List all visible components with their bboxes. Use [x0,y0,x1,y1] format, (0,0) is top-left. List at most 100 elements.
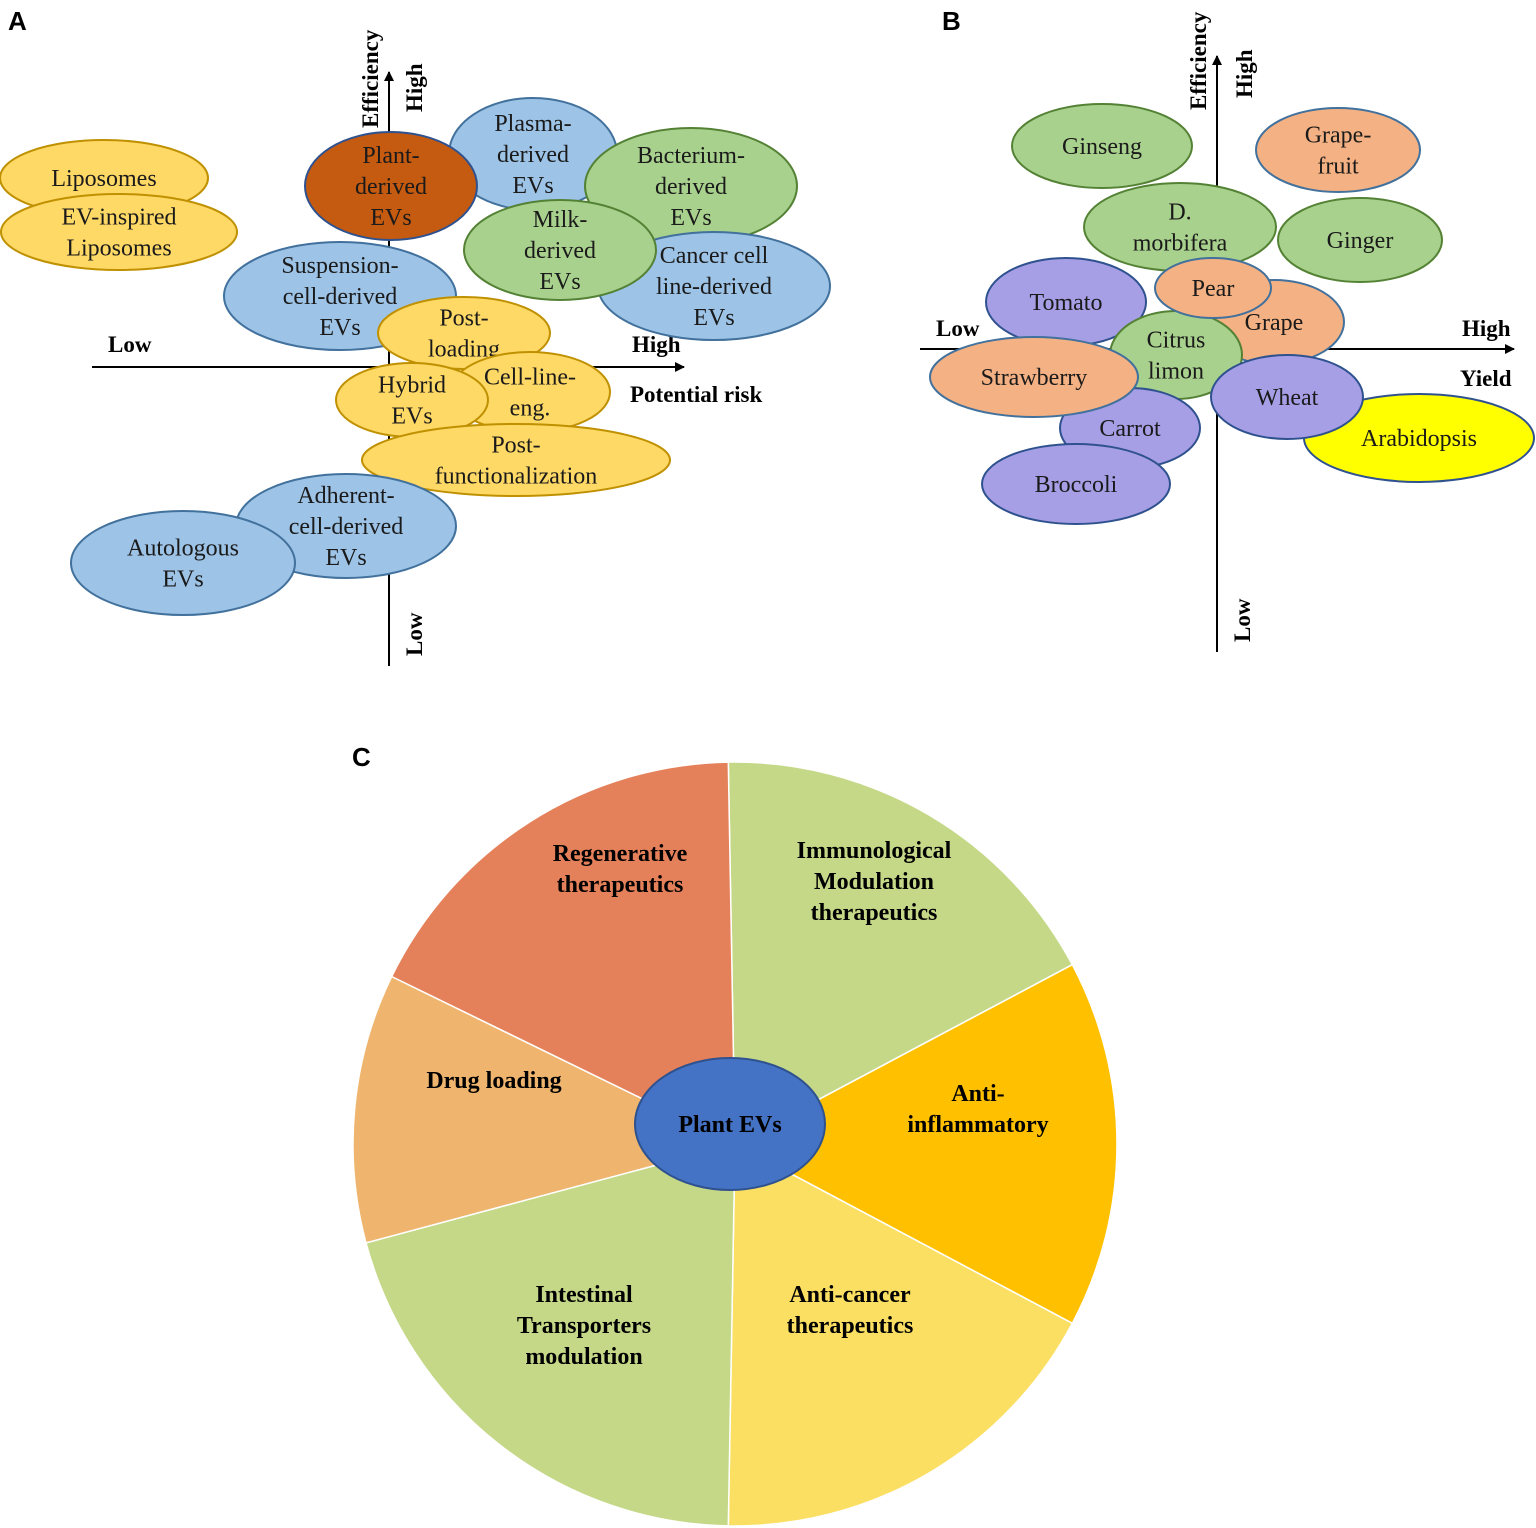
wedge-label-intestinal-transporters-line-3: modulation [525,1344,642,1370]
wedge-label-anti-cancer-line-1: Anti-cancer [789,1282,911,1308]
label-ev-inspired-liposomes-line-2: Liposomes [66,236,171,262]
center-node: Plant EVs [634,1057,826,1191]
label-citrus-limon-line-2: limon [1148,359,1204,385]
label-suspension-cell-derived-evs-line-2: cell-derived [283,284,398,310]
label-grapefruit-line-2: fruit [1317,154,1359,180]
label-cancer-cell-line-derived-evs-line-3: EVs [693,305,734,331]
wedge-regenerative [390,761,736,1146]
label-cancer-cell-line-derived-evs-line-1: Cancer cell [660,243,769,269]
wedge-intestinal-transporters [365,1143,736,1527]
wedge-label-regenerative-line-2: therapeutics [557,872,684,898]
label-adherent-cell-derived-evs-line-2: cell-derived [289,514,404,540]
label-plasma-derived-evs-line-2: derived [497,142,569,168]
label-autologous-evs-line-2: EVs [162,567,203,593]
label-plasma-derived-evs-line-1: Plasma- [494,111,571,137]
panel-c: C ImmunologicalModulationtherapeuticsAnt… [352,742,1118,1527]
label-pear-line-1: Pear [1192,276,1235,302]
label-post-functionalization-line-1: Post- [491,433,540,459]
label-suspension-cell-derived-evs-line-1: Suspension- [281,253,398,279]
panel-a-y-title: Efficiency [358,29,383,128]
label-plasma-derived-evs-line-3: EVs [512,173,553,199]
node-post-functionalization: Post-functionalization [361,423,671,497]
label-bacterium-derived-evs-line-1: Bacterium- [637,143,745,169]
segment-anti-cancer: Anti-cancer therapeutics [727,1142,1074,1527]
label-plant-derived-evs-line-2: derived [355,174,427,200]
wedge-label-anti-inflammatory-line-2: inflammatory [907,1112,1048,1138]
label-strawberry-line-1: Strawberry [981,365,1088,391]
label-ginseng-line-1: Ginseng [1062,134,1142,160]
label-cancer-cell-line-derived-evs-line-2: line-derived [656,274,772,300]
label-post-loading-line-1: Post- [439,306,488,332]
ellipse-broccoli [981,443,1171,525]
node-pear: Pear [1154,257,1272,319]
panel-c-letter: C [352,742,371,772]
panel-b-y-low: Low [1230,598,1255,642]
wedge-drug-loading [352,975,738,1244]
ellipse-post-functionalization [361,423,671,497]
wedge-label-drug-loading-line-1: Drug loading [426,1068,561,1094]
label-cell-line-eng-line-1: Cell-line- [484,365,576,391]
panel-a-items: LiposomesEV-inspiredLiposomesSuspension-… [0,97,831,616]
label-autologous-evs-line-1: Autologous [127,536,239,562]
ellipse-ginger [1277,197,1443,283]
label-wheat-line-1: Wheat [1256,385,1319,411]
panel-a-y-high: High [402,63,427,112]
ellipse-grapefruit [1255,107,1421,193]
label-ginger-line-1: Ginger [1327,228,1394,254]
wedge-label-anti-inflammatory-line-1: Anti- [951,1081,1004,1107]
label-tomato-line-1: Tomato [1030,290,1103,316]
center-ellipse [634,1057,826,1191]
panel-b-x-high: High [1462,316,1511,341]
wedge-label-regenerative-line-1: Regenerative [553,841,688,867]
segment-drug-loading: Drug loading [352,975,738,1244]
ellipse-ev-inspired-liposomes [0,193,238,271]
label-hybrid-evs-line-1: Hybrid [378,373,446,399]
node-ginseng: Ginseng [1011,103,1193,189]
label-milk-derived-evs-line-3: EVs [539,269,580,295]
node-broccoli: Broccoli [981,443,1171,525]
label-post-functionalization-line-2: functionalization [435,464,598,490]
node-d-morbifera: D.morbifera [1083,182,1277,272]
panel-b-x-low: Low [936,316,980,341]
center-label: Plant EVs [678,1112,781,1138]
label-hybrid-evs-line-2: EVs [391,404,432,430]
wedge-label-anti-cancer-line-2: therapeutics [787,1313,914,1339]
segment-regenerative: Regenerative therapeutics [390,761,736,1146]
ellipse-wheat [1210,354,1364,440]
label-d-morbifera-line-1: D. [1168,200,1191,226]
panel-a-y-low: Low [402,612,427,656]
label-carrot-line-1: Carrot [1099,416,1161,442]
label-liposomes-line-1: Liposomes [51,166,156,192]
panel-c-wheel: ImmunologicalModulationtherapeuticsAnti-… [352,761,1118,1527]
label-plant-derived-evs-line-1: Plant- [362,143,419,169]
label-plant-derived-evs-line-3: EVs [370,205,411,231]
ellipse-d-morbifera [1083,182,1277,272]
label-adherent-cell-derived-evs-line-3: EVs [325,545,366,571]
wedge-label-intestinal-transporters-line-1: Intestinal [535,1282,633,1308]
node-cell-line-eng: Cell-line-eng. [449,351,611,433]
panel-a: A Efficiency High Low Low High Potential… [0,6,831,666]
panel-b-y-title: Efficiency [1186,11,1211,110]
ellipse-strawberry [929,336,1139,418]
label-bacterium-derived-evs-line-3: EVs [670,205,711,231]
label-ev-inspired-liposomes-line-1: EV-inspired [61,205,176,231]
wedge-anti-cancer [727,1142,1074,1527]
panel-b-letter: B [942,6,961,36]
label-adherent-cell-derived-evs-line-1: Adherent- [297,483,394,509]
ellipse-ginseng [1011,103,1193,189]
ellipse-pear [1154,257,1272,319]
label-milk-derived-evs-line-1: Milk- [533,207,588,233]
node-ginger: Ginger [1277,197,1443,283]
wedge-immunological-modulation [727,761,1074,1146]
wedge-label-immunological-modulation-line-1: Immunological [797,838,952,864]
